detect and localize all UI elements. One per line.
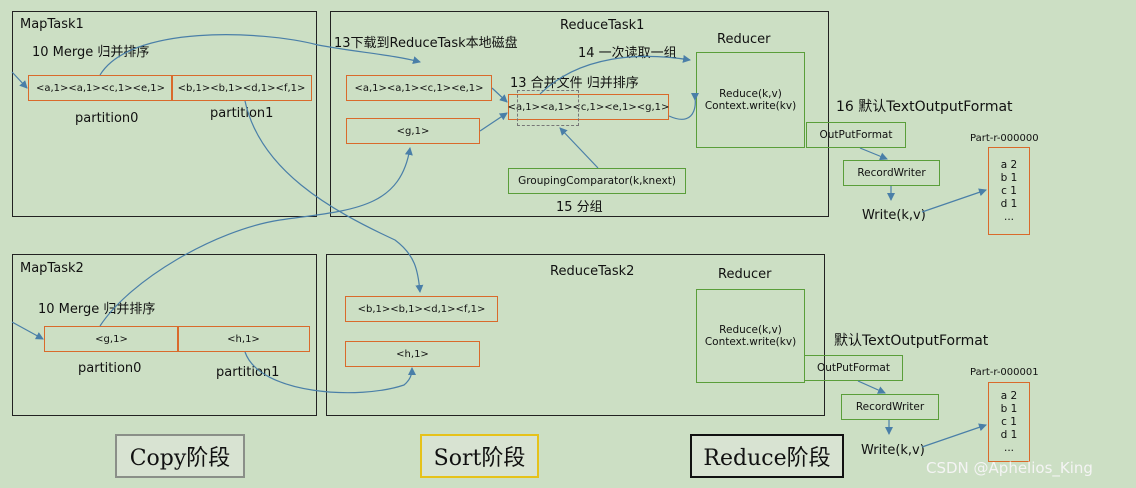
reducetask1-box-g: <g,1> (346, 118, 480, 144)
maptask2-partition1-cell: <h,1> (177, 326, 310, 352)
maptask1-partition0-cell: <a,1><a,1><c,1><e,1> (28, 75, 173, 101)
group-selection-dashed (517, 90, 579, 126)
reducetask2-box-h: <h,1> (345, 341, 480, 367)
watermark: CSDN @Aphelios_King (926, 459, 1093, 477)
reducetask2-panel (326, 254, 825, 416)
outputformat-to-recordwriter-1 (859, 147, 888, 161)
grouping-comparator-box: GroupingComparator(k,knext) (508, 168, 686, 194)
grouping-to-selection (559, 127, 599, 169)
reducer2-context-write: Context.write(kv) (704, 336, 797, 348)
reducer1-box: Reducer Reduce(k,v) Context.write(kv) (696, 32, 805, 148)
reducer1-reduce-fn: Reduce(k,v) (719, 88, 782, 100)
box-a-to-merged (491, 87, 508, 103)
reducetask1-panel (330, 11, 829, 217)
outputformat-to-recordwriter-2 (857, 380, 886, 394)
map2-p1-to-rt2 (244, 351, 416, 394)
reducetask1-title: ReduceTask1 (560, 18, 645, 33)
recordwriter-box-2: RecordWriter (841, 394, 939, 420)
reducer2-title: Reducer (718, 267, 772, 282)
write-to-file-2 (921, 423, 987, 448)
maptask1-title: MapTask1 (20, 17, 84, 32)
sort-phase-label: Sort阶段 (420, 434, 539, 478)
group-label: 15 分组 (556, 200, 603, 215)
output2-line-0: a 2 (1000, 389, 1018, 402)
map1-p1-to-rt2 (244, 100, 424, 293)
outputformat-box-2: OutPutFormat (804, 355, 903, 381)
download-label: 13下载到ReduceTask本地磁盘 (334, 36, 518, 51)
output1-line-4: ... (1003, 210, 1014, 223)
output2-line-1: b 1 (1000, 402, 1018, 415)
reducetask2-box-b: <b,1><b,1><d,1><f,1> (345, 296, 498, 322)
maptask1-partition1-label: partition1 (210, 106, 274, 121)
output1-line-1: b 1 (1000, 171, 1018, 184)
merged-box: <a,1><a,1><c,1><e,1><g,1> (508, 94, 669, 120)
outputformat-box-1: OutPutFormat (806, 122, 906, 148)
write-label-1: Write(k,v) (862, 208, 926, 223)
reduce-phase-label: Reduce阶段 (690, 434, 844, 478)
maptask2-partition1-label: partition1 (216, 365, 280, 380)
read-group-label: 14 一次读取一组 (578, 46, 677, 61)
reducer2-box: Reduce(k,v) Context.write(kv) (696, 289, 805, 383)
copy-phase-label: Copy阶段 (115, 434, 245, 478)
maptask2-partition0-cell: <g,1> (44, 326, 179, 352)
input-arrow-map2 (11, 321, 44, 340)
input-arrow-map1 (11, 71, 28, 89)
merged-to-reducer (668, 92, 700, 120)
reducetask2-title: ReduceTask2 (550, 264, 635, 279)
reducetask1-box-a: <a,1><a,1><c,1><e,1> (346, 75, 492, 101)
map2-p0-to-rt1 (99, 147, 413, 327)
maptask1-partition1-cell: <b,1><b,1><d,1><f,1> (171, 75, 312, 101)
output2-line-3: d 1 (1000, 428, 1018, 441)
output1-line-3: d 1 (1000, 197, 1018, 210)
output2-line-4: ... (1003, 441, 1014, 454)
maptask2-partition0-label: partition0 (78, 361, 142, 376)
merge-file-label: 13 合并文件 归并排序 (510, 76, 639, 91)
map1-merge-loop (99, 34, 421, 76)
group-read-arrow (539, 54, 691, 95)
maptask1-panel (12, 11, 317, 217)
maptask1-partition0-label: partition0 (75, 111, 139, 126)
output-file-2: a 2 b 1 c 1 d 1 ... (988, 382, 1030, 462)
output2-line-2: c 1 (1001, 415, 1017, 428)
maptask2-title: MapTask2 (20, 261, 84, 276)
file-name-1: Part-r-000000 (970, 133, 1039, 144)
output1-line-2: c 1 (1001, 184, 1017, 197)
file-name-2: Part-r-000001 (970, 367, 1039, 378)
write-label-2: Write(k,v) (861, 443, 925, 458)
reducer2-reduce-fn: Reduce(k,v) (719, 324, 782, 336)
box-g-to-merged (479, 112, 508, 132)
output1-line-0: a 2 (1000, 158, 1018, 171)
default-format-label-1: 16 默认TextOutputFormat (836, 99, 1013, 115)
reducer1-context-write: Context.write(kv) (704, 100, 797, 112)
maptask2-merge-label: 10 Merge 归并排序 (38, 302, 156, 317)
write-to-file-1 (921, 188, 987, 213)
reducer1-title: Reducer (717, 32, 771, 47)
default-format-label-2: 默认TextOutputFormat (834, 333, 989, 349)
maptask2-panel (12, 254, 317, 416)
recordwriter-box-1: RecordWriter (843, 160, 940, 186)
output-file-1: a 2 b 1 c 1 d 1 ... (988, 147, 1030, 235)
